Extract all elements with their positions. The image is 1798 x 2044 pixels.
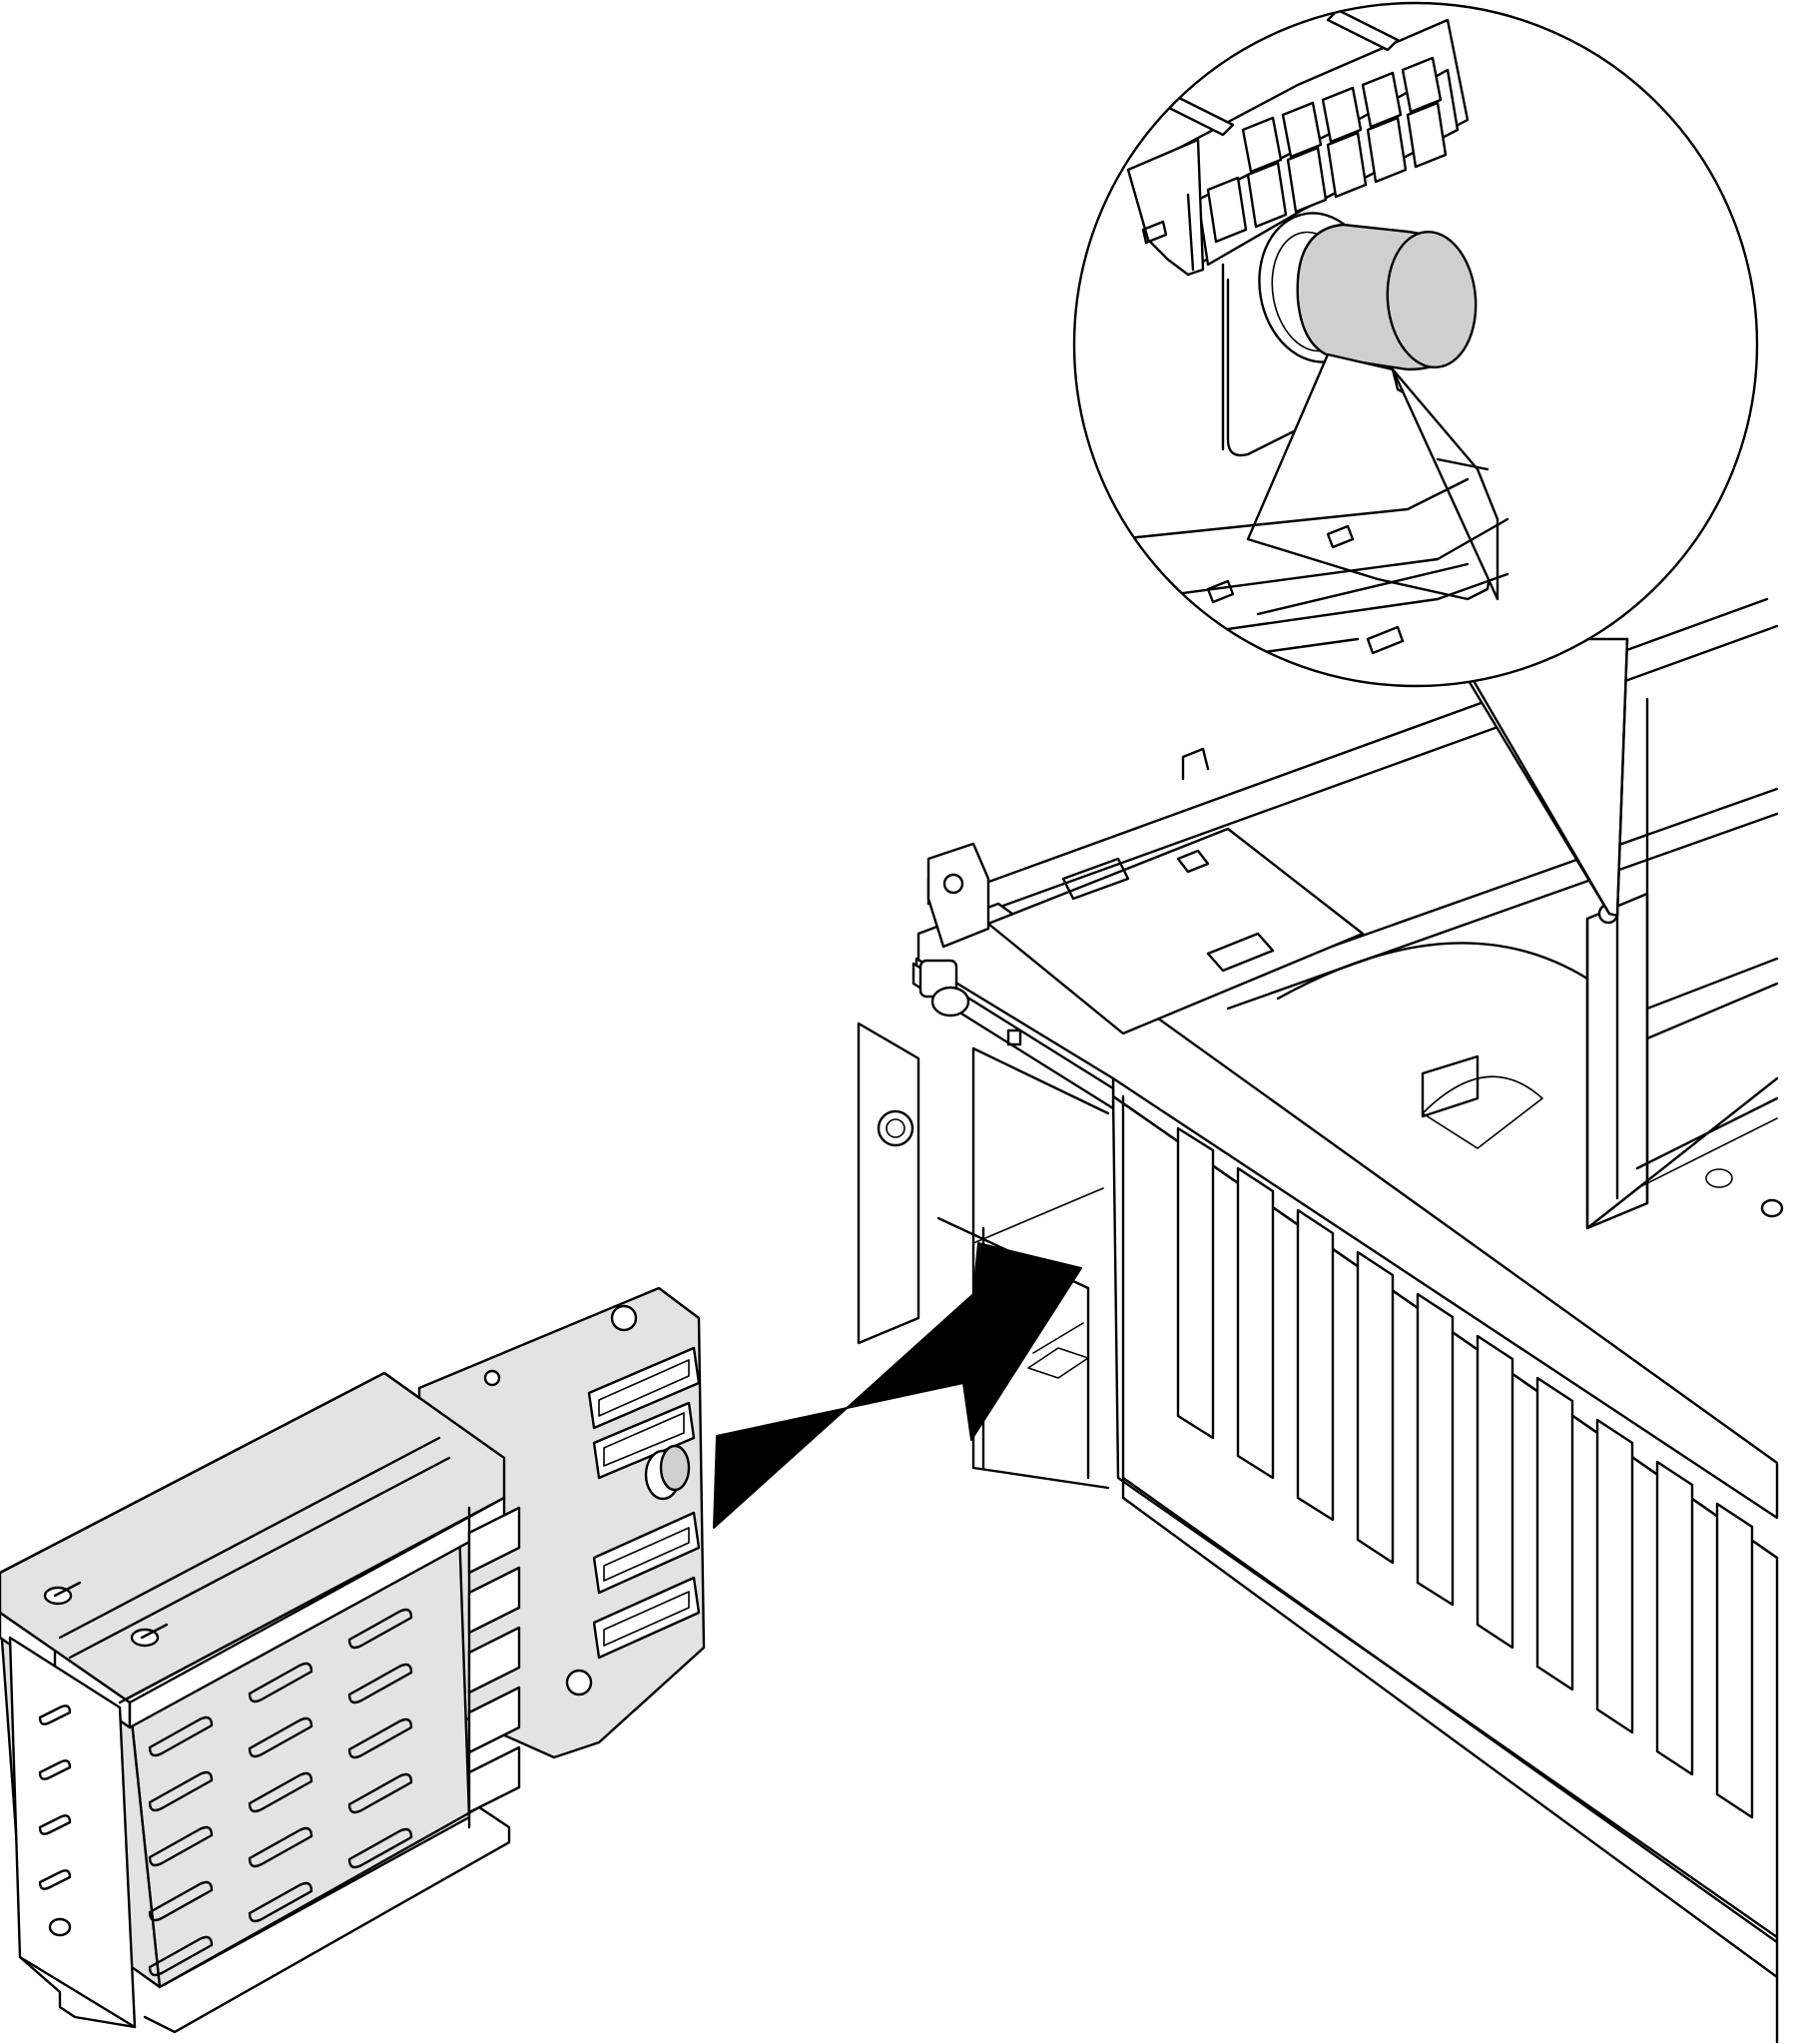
chassis-front-slots bbox=[1176, 1126, 1754, 1819]
detail-callout-circle bbox=[1072, 1, 1759, 688]
callout-pointer bbox=[1466, 637, 1629, 918]
drive-cage-assembly bbox=[0, 1286, 706, 2034]
server-chassis bbox=[857, 597, 1784, 2044]
insertion-arrow bbox=[713, 1242, 1082, 1529]
cage-vent-slots bbox=[38, 1608, 413, 1977]
backplane-connectors bbox=[587, 1346, 701, 1660]
